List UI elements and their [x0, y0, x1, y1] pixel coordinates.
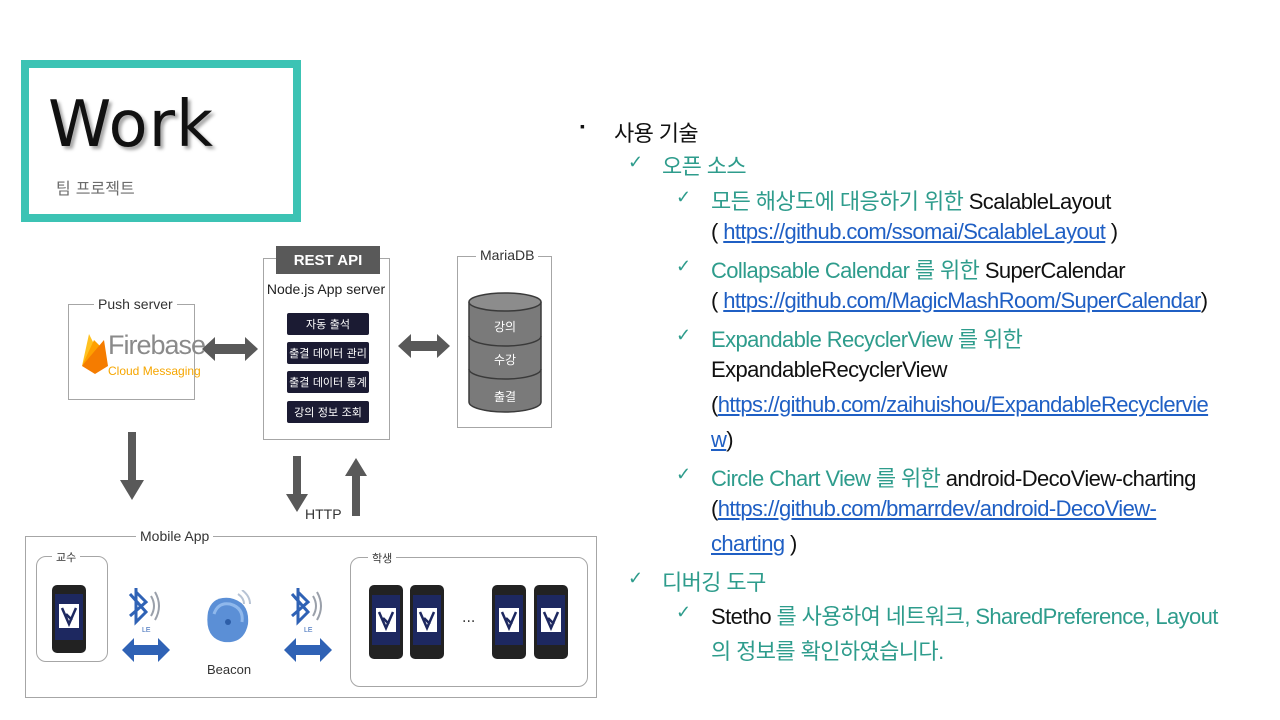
- push-app-double-arrow-icon: [202, 337, 258, 361]
- expandablerecyclerview-link-cont[interactable]: w: [711, 427, 727, 452]
- http-label: HTTP: [305, 506, 342, 522]
- paren-open: (: [711, 392, 718, 417]
- api-attendance-stats-button: 출결 데이터 통계: [287, 371, 369, 393]
- firebase-logo-text: Firebase: [108, 330, 206, 360]
- database-cylinder-icon: [468, 292, 542, 413]
- bluetooth-le-tag: LE: [304, 627, 313, 634]
- title-frame: [21, 60, 301, 222]
- bluetooth-le-tag: LE: [142, 627, 151, 634]
- app-db-double-arrow-icon: [398, 334, 450, 358]
- item-link-line: (https://github.com/zaihuishou/Expandabl…: [711, 392, 1209, 418]
- paren-close: ): [789, 531, 797, 556]
- library-name: ScalableLayout: [968, 189, 1112, 214]
- decoview-link-cont[interactable]: charting: [711, 531, 785, 556]
- beacon-icon: [207, 590, 251, 643]
- push-server-label: Push server: [94, 296, 177, 312]
- item-check-icon: ✓: [676, 325, 691, 345]
- student-phone-icon: [492, 585, 526, 659]
- app-server-label: Node.js App server: [266, 281, 386, 297]
- item-description: Circle Chart View 를 위한: [711, 466, 946, 491]
- db-segment-attendance: 출결: [494, 390, 517, 404]
- paren-close: ): [726, 427, 734, 452]
- supercalendar-link[interactable]: https://github.com/MagicMashRoom/SuperCa…: [723, 288, 1201, 313]
- debug-tools-label: 디버깅 도구: [662, 570, 766, 595]
- item-link-line: w): [711, 427, 734, 453]
- paren-open: (: [711, 496, 718, 521]
- item-link-line: (https://github.com/bmarrdev/android-Dec…: [711, 496, 1157, 522]
- beacon-label: Beacon: [207, 662, 252, 677]
- db-segment-enrollment: 수강: [494, 353, 517, 367]
- firebase-logo-subtext: Cloud Messaging: [108, 364, 201, 378]
- student-group: [350, 557, 588, 687]
- db-segment-lecture: 강의: [494, 320, 517, 334]
- library-name: SuperCalendar: [984, 258, 1126, 283]
- item-link-line: charting ): [711, 531, 797, 557]
- http-down-arrow-icon: [286, 456, 308, 512]
- item-description: Expandable RecyclerView 를 위한: [711, 327, 1023, 352]
- debug-item-stetho: Stetho 를 사용하여 네트워크, SharedPreference, La…: [711, 599, 1218, 631]
- bluetooth-le-icon: LE: [284, 588, 332, 662]
- rest-api-tab: REST API: [276, 246, 380, 274]
- library-name: ExpandableRecyclerView: [711, 357, 947, 382]
- item-description: 를 사용하여 네트워크, SharedPreference, Layout: [771, 604, 1219, 629]
- api-lecture-info-button: 강의 정보 조회: [287, 401, 369, 423]
- expandablerecyclerview-link[interactable]: https://github.com/zaihuishou/Expandable…: [717, 392, 1209, 417]
- item-link-line: ( https://github.com/ssomai/ScalableLayo…: [711, 219, 1118, 245]
- item-check-icon: ✓: [676, 464, 691, 484]
- tech-heading: 사용 기술: [614, 121, 699, 146]
- item-description-cont: 의 정보를 확인하였습니다.: [711, 639, 944, 664]
- slide-title: Work: [48, 88, 215, 162]
- student-phone-icon: [410, 585, 444, 659]
- debug-check-icon: ✓: [628, 568, 643, 588]
- api-auto-attendance-button: 자동 출석: [287, 313, 369, 335]
- library-name: android-DecoView-charting: [945, 466, 1197, 491]
- decoview-link[interactable]: https://github.com/bmarrdev/android-Deco…: [717, 496, 1157, 521]
- open-source-item-scalablelayout: 모든 해상도에 대응하기 위한 ScalableLayout: [711, 184, 1111, 216]
- item-check-icon: ✓: [676, 256, 691, 276]
- student-phone-icon: [534, 585, 568, 659]
- student-phone-icon: [369, 585, 403, 659]
- open-source-item-decoview: Circle Chart View 를 위한 android-DecoView-…: [711, 461, 1196, 493]
- students-ellipsis: ...: [462, 610, 476, 626]
- push-down-arrow-icon: [120, 432, 144, 500]
- api-attendance-manage-button: 출결 데이터 관리: [287, 342, 369, 364]
- open-source-check-icon: ✓: [628, 152, 643, 172]
- http-up-arrow-icon: [345, 458, 367, 516]
- paren-open: (: [711, 288, 718, 313]
- database-label: MariaDB: [476, 247, 539, 263]
- open-source-item-supercalendar: Collapsable Calendar 를 위한 SuperCalendar: [711, 253, 1126, 285]
- paren-close: ): [1200, 288, 1208, 313]
- professor-phone-icon: [52, 585, 86, 653]
- firebase-flame-icon: [82, 334, 108, 374]
- item-description: 모든 해상도에 대응하기 위한: [711, 189, 969, 214]
- open-source-label: 오픈 소스: [662, 154, 747, 179]
- slide-subtitle: 팀 프로젝트: [56, 179, 135, 198]
- item-description: Collapsable Calendar 를 위한: [711, 258, 985, 283]
- professor-label: 교수: [52, 549, 81, 565]
- item-check-icon: ✓: [676, 187, 691, 207]
- item-check-icon: ✓: [676, 602, 691, 622]
- bluetooth-le-icon: LE: [122, 588, 170, 662]
- item-link-line: ( https://github.com/MagicMashRoom/Super…: [711, 288, 1208, 314]
- library-name: Stetho: [711, 604, 772, 629]
- scalablelayout-link[interactable]: https://github.com/ssomai/ScalableLayout: [723, 219, 1106, 244]
- student-label: 학생: [368, 550, 397, 566]
- mobile-app-label: Mobile App: [136, 528, 214, 544]
- heading-bullet: ▪: [580, 118, 585, 134]
- paren-close: ): [1110, 219, 1118, 244]
- paren-open: (: [711, 219, 718, 244]
